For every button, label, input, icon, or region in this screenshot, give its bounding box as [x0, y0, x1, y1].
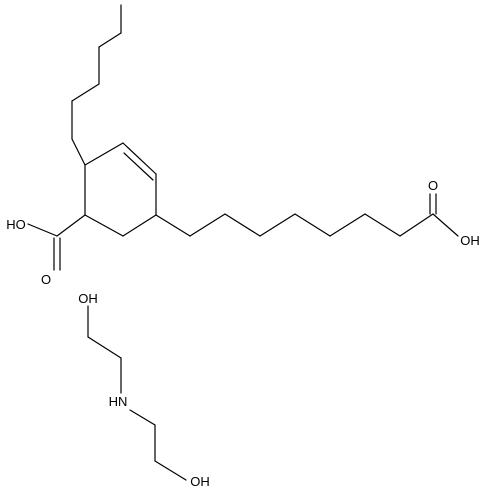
- chain-bond-7: [364, 213, 401, 237]
- chain-bond-4: [259, 213, 296, 237]
- chain-acid-coh: [432, 213, 459, 237]
- atom-label-chain-carbonyl-o: O: [428, 178, 438, 193]
- ring-bond-2: [122, 142, 157, 175]
- ring-acid-coh: [27, 223, 58, 237]
- atom-label-chain-acid-oh: OH: [460, 233, 480, 248]
- atom-label-dea-top-oh: OH: [78, 291, 98, 306]
- chain-bond-5: [294, 213, 331, 237]
- dea-bond-6: [154, 460, 187, 481]
- chain-bond-8: [399, 213, 434, 237]
- chain-bond-2: [189, 213, 226, 237]
- ring-bond-4: [122, 214, 157, 237]
- hexyl-bond-2: [98, 32, 122, 48]
- chain-bond-1: [155, 214, 191, 237]
- ring-bond-2-inner: [123, 152, 154, 181]
- atom-label-ring-carbonyl-o: O: [41, 272, 51, 287]
- chain-bond-6: [329, 213, 366, 237]
- ring-acid-bond-1: [56, 214, 86, 237]
- hexyl-bond-4: [71, 83, 100, 102]
- chain-bond-3: [224, 213, 261, 237]
- ring-bond-5: [84, 214, 124, 237]
- hexyl-bond-6: [71, 138, 86, 166]
- atom-label-ring-acid-oh: HO: [6, 217, 26, 232]
- atom-label-dea-nh: HN: [109, 394, 128, 409]
- dea-bond-4: [129, 409, 156, 426]
- ring-bond-1: [84, 142, 124, 166]
- bond-layer: [27, 4, 459, 481]
- dea-bond-2: [87, 336, 122, 359]
- atom-label-dea-bottom-oh: OH: [190, 474, 210, 489]
